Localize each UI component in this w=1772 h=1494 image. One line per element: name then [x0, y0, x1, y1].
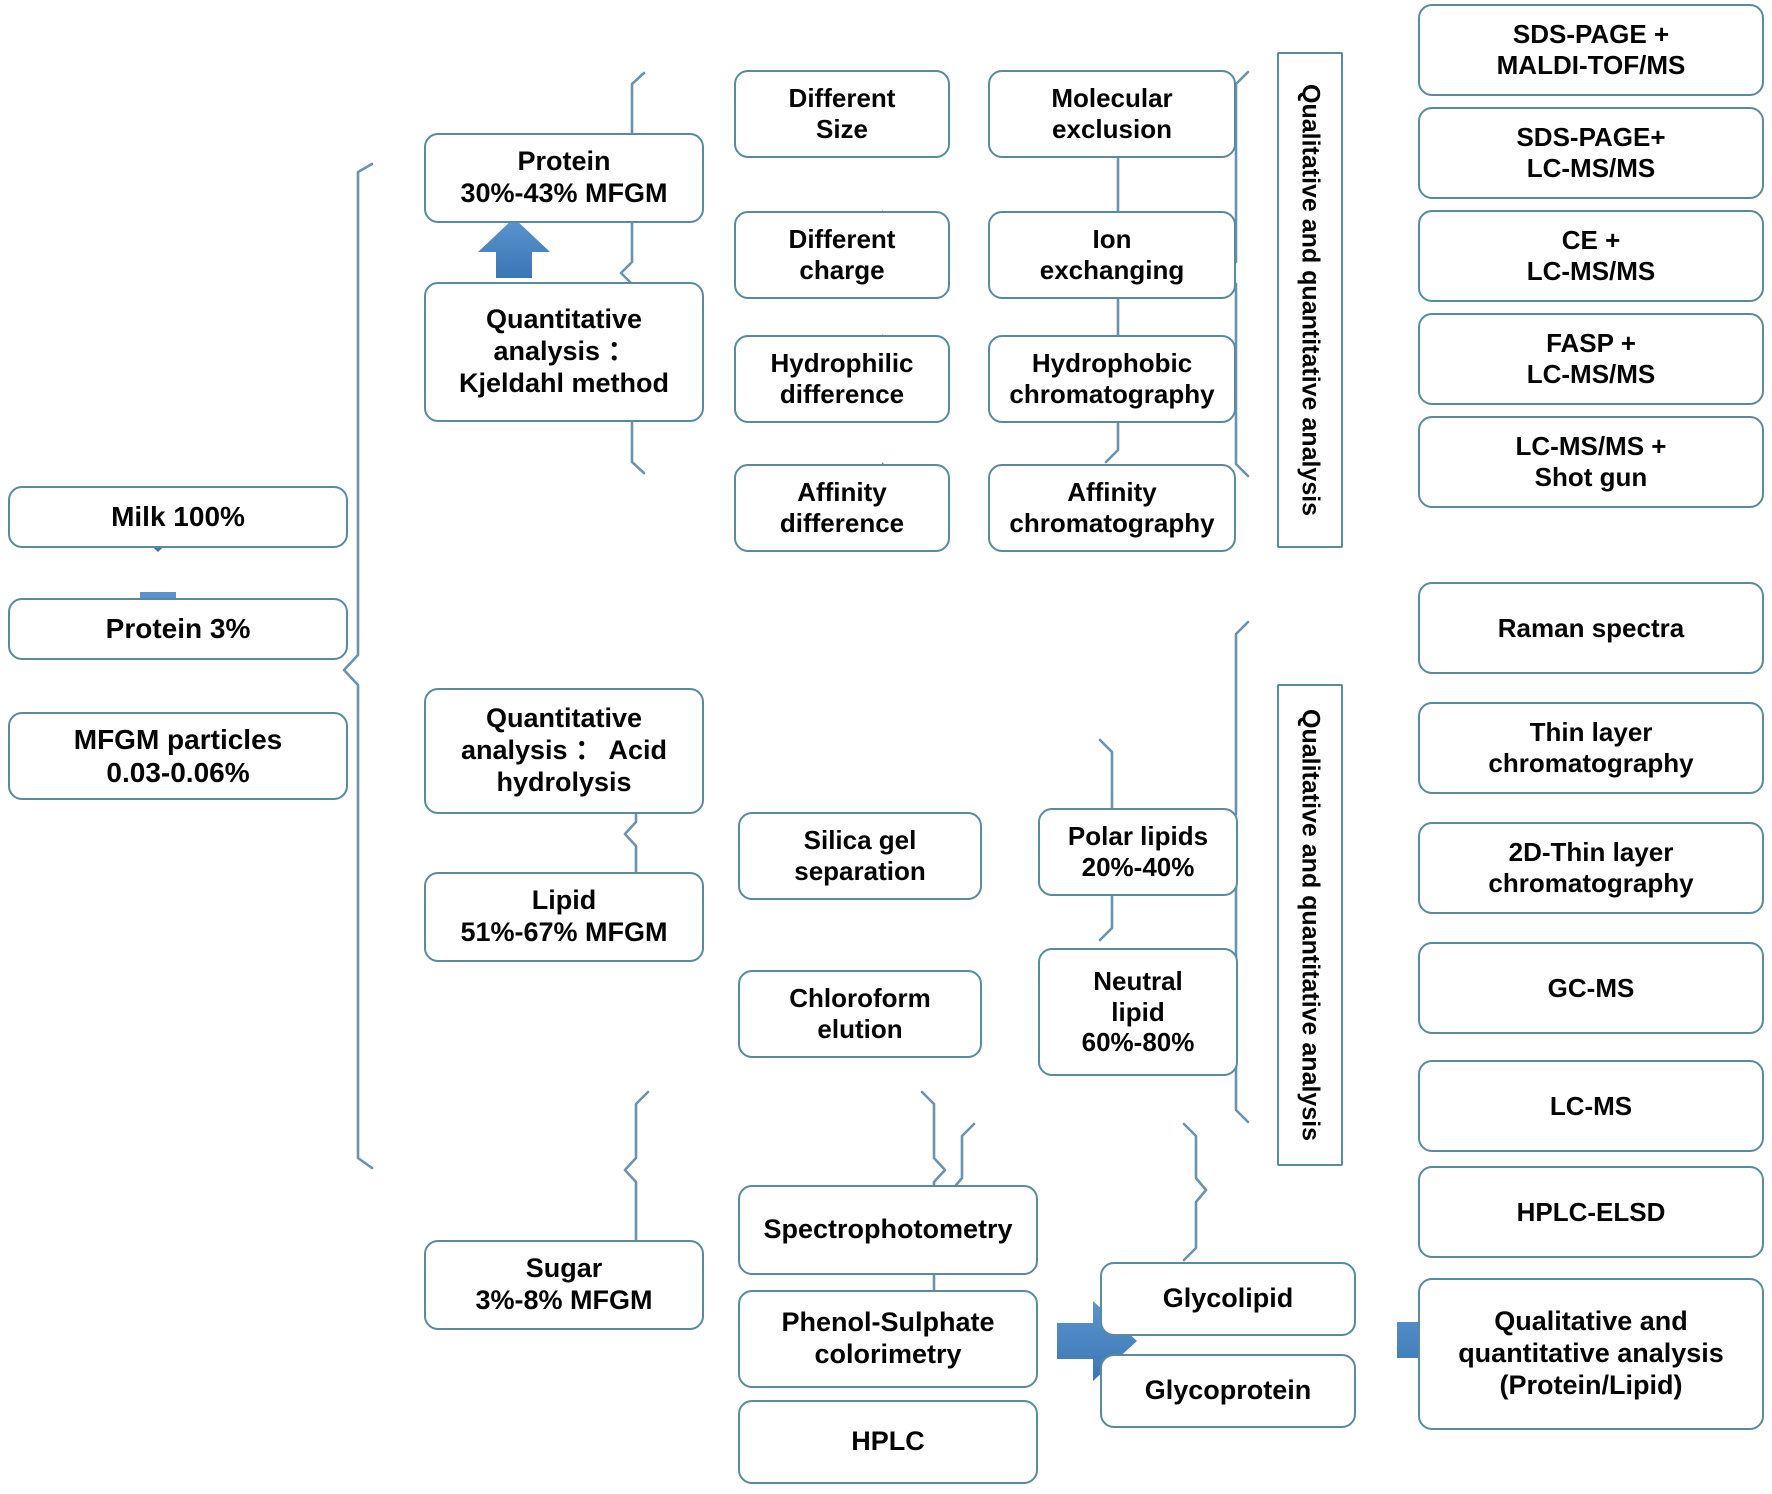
node-protein-method-2[interactable]: Hydrophobic chromatography — [988, 335, 1236, 423]
node-milk-label: Milk 100% — [111, 501, 245, 533]
label-lipid-qualitative-analysis: Qualitative and quantitative analysis — [1277, 684, 1343, 1166]
node-final-result[interactable]: Qualitative and quantitative analysis (P… — [1418, 1278, 1764, 1430]
node-protein-method-1[interactable]: Ion exchanging — [988, 211, 1236, 299]
node-protein-technique-2-label: CE + LC-MS/MS — [1526, 225, 1656, 286]
label-lipid-qualitative-analysis-text: Qualitative and quantitative analysis — [1296, 708, 1325, 1142]
node-lipid-principle-1-label: Chloroform elution — [789, 983, 931, 1044]
node-protein-3pct[interactable]: Protein 3% — [8, 598, 348, 660]
node-lipid-technique-2-label: 2D-Thin layer chromatography — [1488, 837, 1694, 898]
node-sugar-method-2-label: HPLC — [851, 1426, 925, 1457]
node-lipid-principle-1[interactable]: Chloroform elution — [738, 970, 982, 1058]
node-protein-technique-3[interactable]: FASP + LC-MS/MS — [1418, 313, 1764, 405]
node-lipid-technique-5[interactable]: HPLC-ELSD — [1418, 1166, 1764, 1258]
node-sugar-method-1[interactable]: Phenol-Sulphate colorimetry — [738, 1290, 1038, 1388]
node-protein-technique-4-label: LC-MS/MS + Shot gun — [1515, 431, 1667, 492]
node-protein-component-label: Protein 30%-43% MFGM — [460, 146, 668, 208]
node-protein-technique-0[interactable]: SDS-PAGE + MALDI-TOF/MS — [1418, 4, 1764, 96]
node-lipid-technique-0-label: Raman spectra — [1497, 612, 1685, 643]
node-protein-principle-1[interactable]: Different charge — [734, 211, 950, 299]
node-sugar-component-label: Sugar 3%-8% MFGM — [475, 1253, 653, 1315]
node-protein-principle-2[interactable]: Hydrophilic difference — [734, 335, 950, 423]
node-sugar-method-0-label: Spectrophotometry — [763, 1214, 1013, 1245]
node-sugar-method-1-label: Phenol-Sulphate colorimetry — [781, 1307, 995, 1369]
bracket-main — [342, 162, 374, 1170]
node-protein-method-3-label: Affinity chromatography — [1009, 477, 1215, 538]
node-protein-method-3[interactable]: Affinity chromatography — [988, 464, 1236, 552]
node-lipid-component[interactable]: Lipid 51%-67% MFGM — [424, 872, 704, 962]
node-lipid-technique-4[interactable]: LC-MS — [1418, 1060, 1764, 1152]
node-lipid-quantitative[interactable]: Quantitative analysis ： Acid hydrolysis — [424, 688, 704, 814]
node-protein-technique-1-label: SDS-PAGE+ LC-MS/MS — [1516, 122, 1666, 183]
node-sugar-product-0-label: Glycolipid — [1162, 1283, 1294, 1314]
bracket-sugar-products-out — [1182, 1122, 1208, 1262]
node-sugar-component[interactable]: Sugar 3%-8% MFGM — [424, 1240, 704, 1330]
node-sugar-method-2[interactable]: HPLC — [738, 1400, 1038, 1484]
node-lipid-technique-4-label: LC-MS — [1549, 1090, 1633, 1121]
node-protein-method-0-label: Molecular exclusion — [1051, 83, 1173, 144]
node-protein-technique-0-label: SDS-PAGE + MALDI-TOF/MS — [1496, 19, 1686, 80]
node-lipid-technique-3[interactable]: GC-MS — [1418, 942, 1764, 1034]
node-protein-technique-3-label: FASP + LC-MS/MS — [1526, 328, 1656, 389]
node-lipid-technique-1-label: Thin layer chromatography — [1488, 717, 1694, 778]
node-protein-principle-1-label: Different charge — [788, 224, 896, 285]
node-lipid-technique-0[interactable]: Raman spectra — [1418, 582, 1764, 674]
node-lipid-technique-3-label: GC-MS — [1547, 972, 1635, 1003]
node-lipid-technique-1[interactable]: Thin layer chromatography — [1418, 702, 1764, 794]
node-lipid-component-label: Lipid 51%-67% MFGM — [460, 885, 668, 947]
node-mfgm-particles-label: MFGM particles 0.03-0.06% — [73, 723, 283, 788]
node-protein-technique-4[interactable]: LC-MS/MS + Shot gun — [1418, 416, 1764, 508]
node-protein-technique-1[interactable]: SDS-PAGE+ LC-MS/MS — [1418, 107, 1764, 199]
node-protein-method-1-label: Ion exchanging — [1039, 224, 1185, 285]
node-protein-component[interactable]: Protein 30%-43% MFGM — [424, 133, 704, 223]
node-protein-technique-2[interactable]: CE + LC-MS/MS — [1418, 210, 1764, 302]
node-mfgm-particles[interactable]: MFGM particles 0.03-0.06% — [8, 712, 348, 800]
node-protein-method-0[interactable]: Molecular exclusion — [988, 70, 1236, 158]
node-lipid-method-0[interactable]: Polar lipids 20%-40% — [1038, 808, 1238, 896]
node-protein-principle-3-label: Affinity difference — [779, 477, 905, 538]
node-protein-quantitative[interactable]: Quantitative analysis ： Kjeldahl method — [424, 282, 704, 422]
node-final-result-label: Qualitative and quantitative analysis (P… — [1458, 1306, 1724, 1400]
label-protein-qualitative-analysis-text: Qualitative and quantitative analysis — [1296, 83, 1325, 517]
node-lipid-method-0-label: Polar lipids 20%-40% — [1067, 821, 1209, 882]
node-sugar-product-0[interactable]: Glycolipid — [1100, 1262, 1356, 1336]
node-lipid-principle-0-label: Silica gel separation — [794, 825, 926, 886]
node-lipid-technique-5-label: HPLC-ELSD — [1516, 1196, 1666, 1227]
node-lipid-method-1[interactable]: Neutral lipid 60%-80% — [1038, 948, 1238, 1076]
node-protein-principle-0-label: Different Size — [788, 83, 896, 144]
node-lipid-principle-0[interactable]: Silica gel separation — [738, 812, 982, 900]
node-protein-principle-0[interactable]: Different Size — [734, 70, 950, 158]
node-protein-3pct-label: Protein 3% — [105, 613, 251, 645]
node-lipid-quantitative-label: Quantitative analysis ： Acid hydrolysis — [460, 703, 668, 797]
node-sugar-method-0[interactable]: Spectrophotometry — [738, 1185, 1038, 1275]
node-sugar-product-1[interactable]: Glycoprotein — [1100, 1354, 1356, 1428]
label-protein-qualitative-analysis: Qualitative and quantitative analysis — [1277, 52, 1343, 548]
node-protein-principle-2-label: Hydrophilic difference — [770, 348, 914, 409]
node-sugar-product-1-label: Glycoprotein — [1144, 1375, 1312, 1406]
node-protein-method-2-label: Hydrophobic chromatography — [1009, 348, 1215, 409]
node-lipid-method-1-label: Neutral lipid 60%-80% — [1081, 965, 1195, 1058]
node-lipid-technique-2[interactable]: 2D-Thin layer chromatography — [1418, 822, 1764, 914]
node-milk[interactable]: Milk 100% — [8, 486, 348, 548]
node-protein-principle-3[interactable]: Affinity difference — [734, 464, 950, 552]
node-protein-quantitative-label: Quantitative analysis ： Kjeldahl method — [458, 304, 669, 398]
up-arrow-icon — [478, 218, 550, 278]
